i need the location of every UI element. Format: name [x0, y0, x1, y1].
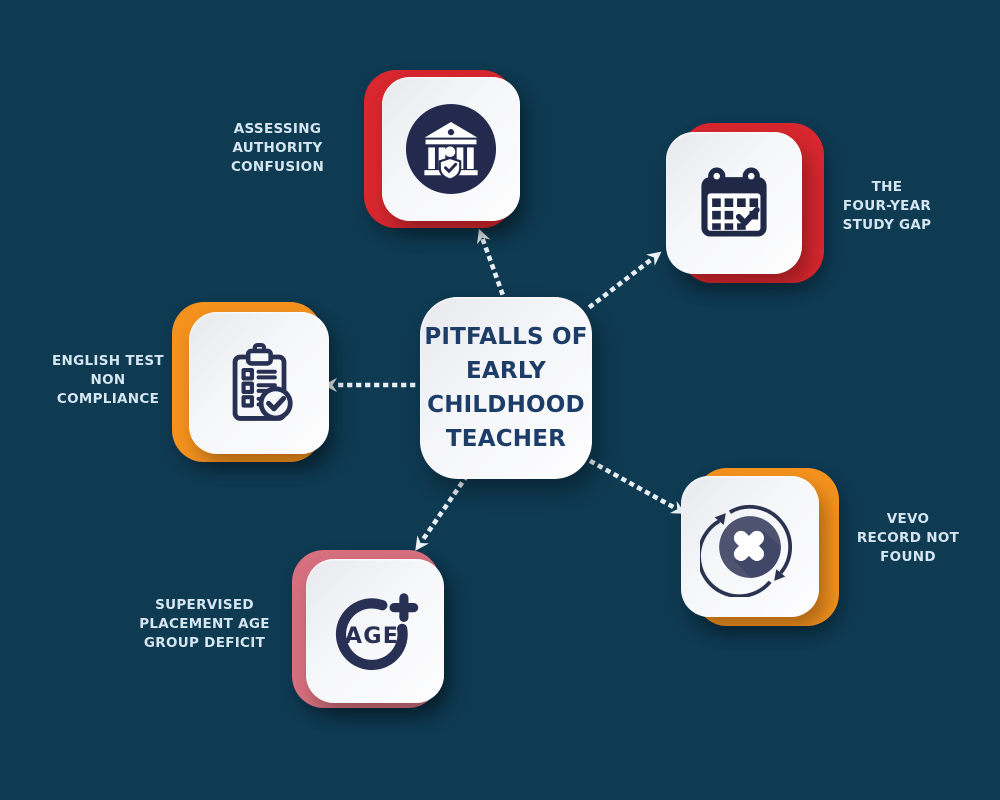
label-line: PLACEMENT AGE: [139, 616, 270, 632]
title-line: CHILDHOOD: [427, 392, 585, 418]
cross-refresh-icon: [700, 504, 792, 597]
node-assessing-authority: [364, 70, 520, 228]
icon-card: [681, 476, 819, 617]
icon-card: AGE: [306, 559, 444, 703]
label-vevo-record: VEVO RECORD NOT FOUND: [838, 510, 978, 567]
label-supervised-placement: SUPERVISED PLACEMENT AGE GROUP DEFICIT: [112, 596, 297, 653]
title-line: TEACHER: [445, 426, 567, 452]
bank-shield-icon: [405, 103, 497, 195]
label-line: STUDY GAP: [842, 217, 932, 233]
node-vevo-record: [681, 468, 839, 626]
label-line: FOUND: [880, 549, 936, 565]
icon-card: [666, 132, 802, 274]
arrow-to-age-group: [415, 473, 470, 551]
title-line: EARLY: [466, 358, 546, 384]
label-line: THE: [871, 179, 903, 195]
page-title: PITFALLS OF EARLY CHILDHOOD TEACHER: [424, 320, 587, 456]
clipboard-checklist-icon: [232, 343, 293, 421]
arrow-to-four-year-gap: [587, 251, 662, 310]
title-line: PITFALLS OF: [424, 324, 588, 350]
label-assessing-authority: ASSESSING AUTHORITY CONFUSION: [195, 120, 360, 177]
label-four-year-study-gap: THE FOUR-YEAR STUDY GAP: [812, 178, 962, 235]
label-line: VEVO: [886, 511, 930, 527]
label-line: ASSESSING: [233, 121, 322, 137]
label-line: AUTHORITY: [232, 140, 323, 156]
arrow-to-assessing-authority: [477, 228, 508, 304]
arrow-to-vevo-record: [588, 458, 686, 514]
label-line: RECORD NOT: [856, 530, 960, 546]
icon-card: [382, 77, 520, 221]
label-line: CONFUSION: [230, 159, 325, 175]
label-line: GROUP DEFICIT: [143, 635, 266, 651]
age-plus-icon: AGE: [335, 593, 419, 671]
label-line: ENGLISH TEST: [52, 353, 164, 369]
node-supervised-placement-age: AGE: [292, 550, 444, 708]
calendar-check-icon: [701, 167, 767, 237]
label-line: FOUR-YEAR: [842, 198, 932, 214]
icon-card: [189, 312, 329, 454]
label-line: NON: [90, 372, 126, 388]
node-english-test-non-compliance: [172, 302, 329, 462]
node-four-year-study-gap: [666, 123, 824, 283]
label-line: SUPERVISED: [155, 597, 254, 613]
label-line: COMPLIANCE: [56, 391, 160, 407]
age-icon-text: AGE: [345, 623, 400, 649]
label-english-test: ENGLISH TEST NON COMPLIANCE: [28, 352, 188, 409]
center-title-card: PITFALLS OF EARLY CHILDHOOD TEACHER: [420, 297, 592, 479]
